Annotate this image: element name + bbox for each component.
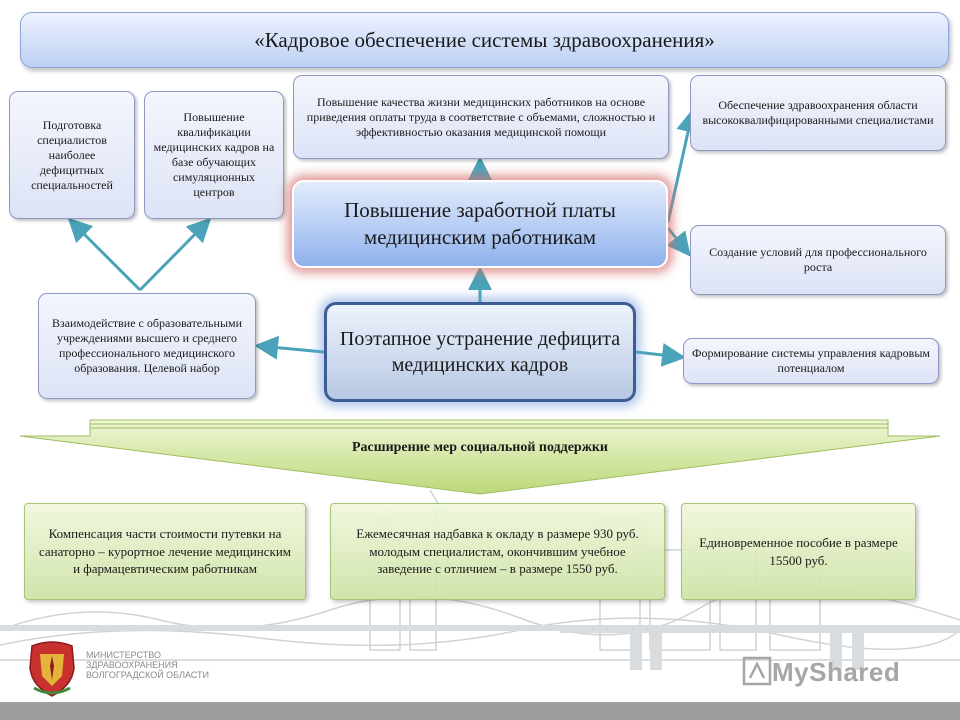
- page-title: «Кадровое обеспечение системы здравоохра…: [20, 12, 949, 68]
- arrow-to-interaction: [254, 335, 325, 360]
- social-box-allowance: Ежемесячная надбавка к окладу в размере …: [330, 503, 665, 600]
- ministry-line-3: ВОЛГОГРАДСКОЙ ОБЛАСТИ: [86, 670, 209, 680]
- interaction-box: Взаимодействие с образовательными учрежд…: [38, 293, 256, 399]
- growth-box: Создание условий для профессионального р…: [690, 225, 946, 295]
- deficit-box: Поэтапное устранение дефицита медицински…: [324, 302, 636, 402]
- arrow-to-specialists: [666, 108, 700, 223]
- volgograd-emblem-logo: [29, 641, 75, 697]
- quality-box: Повышение качества жизни медицинских раб…: [293, 75, 669, 159]
- arrow-to-training: [67, 217, 142, 292]
- salary-box: Повышение заработной платы медицинским р…: [292, 180, 668, 268]
- ministry-line-2: ЗДРАВООХРАНЕНИЯ: [86, 660, 178, 670]
- arrow-to-qualification: [138, 217, 212, 292]
- myshared-logo-icon: [742, 656, 772, 686]
- myshared-watermark: MyShared: [772, 657, 901, 687]
- social-support-ribbon: [19, 419, 941, 495]
- social-box-benefit: Единовременное пособие в размере 15500 р…: [681, 503, 916, 600]
- social-box-compensation: Компенсация части стоимости путевки на с…: [24, 503, 306, 600]
- social-support-label: Расширение мер социальной поддержки: [351, 440, 608, 455]
- management-box: Формирование системы управления кадровым…: [683, 338, 939, 384]
- training-box: Подготовка специалистов наиболее дефицит…: [9, 91, 135, 219]
- specialists-box: Обеспечение здравоохранения области высо…: [690, 75, 946, 151]
- ministry-caption: МИНИСТЕРСТВО ЗДРАВООХРАНЕНИЯ ВОЛГОГРАДСК…: [86, 650, 209, 680]
- arrow-to-growth: [666, 227, 691, 257]
- ministry-line-1: МИНИСТЕРСТВО: [86, 650, 161, 660]
- arrow-to-management: [635, 343, 686, 367]
- qualification-box: Повышение квалификации медицинских кадро…: [144, 91, 284, 219]
